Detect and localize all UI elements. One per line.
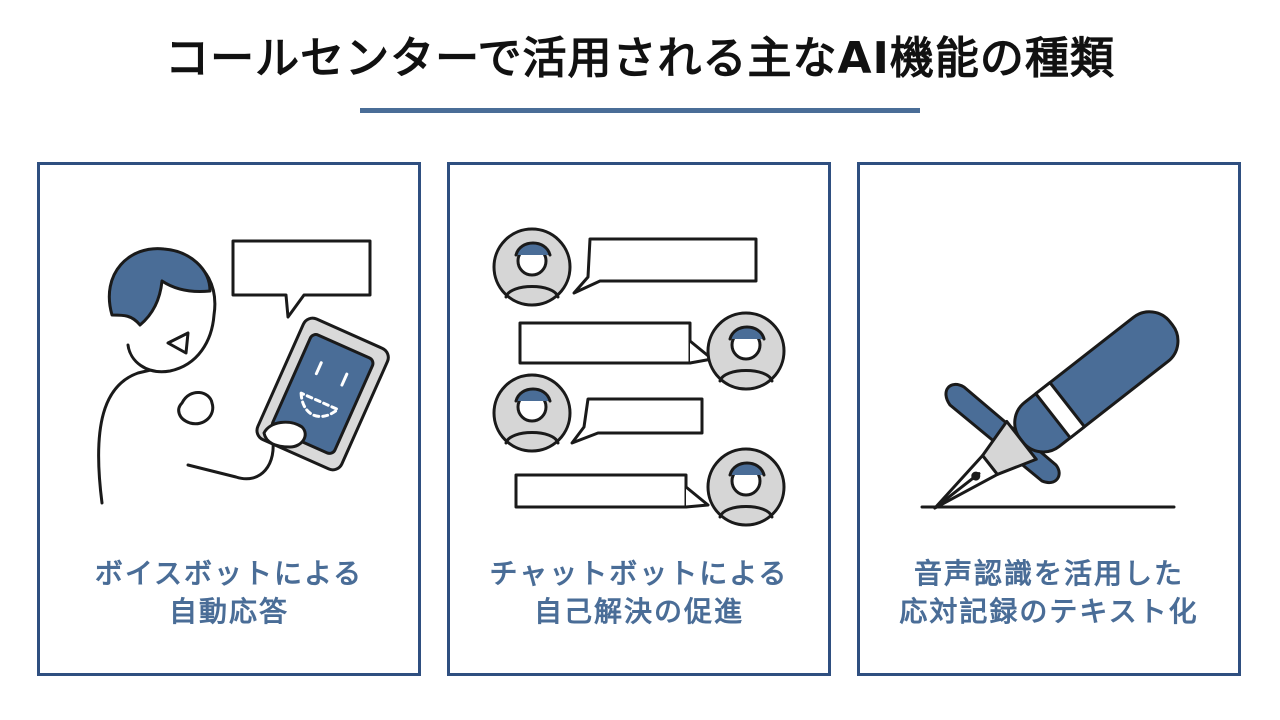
- card-caption: ボイスボットによる 自動応答: [40, 555, 418, 631]
- caption-line: 自動応答: [168, 595, 289, 628]
- feature-card-speech-recognition: 音声認識を活用した 応対記録のテキスト化: [857, 162, 1241, 676]
- chatbot-illustration-icon: [492, 227, 786, 527]
- feature-card-voicebot: ボイスボットによる 自動応答: [37, 162, 421, 676]
- caption-line: 自己解決の促進: [533, 595, 744, 628]
- feature-card-chatbot: チャットボットによる 自己解決の促進: [447, 162, 831, 676]
- caption-line: 応対記録のテキスト化: [899, 595, 1199, 628]
- caption-line: 音声認識を活用した: [913, 557, 1184, 590]
- page-title: コールセンターで活用される主なAI機能の種類: [165, 33, 1115, 84]
- caption-line: ボイスボットによる: [94, 557, 364, 590]
- caption-line: チャットボットによる: [489, 557, 789, 590]
- title-underline: [360, 108, 920, 113]
- card-caption: チャットボットによる 自己解決の促進: [450, 555, 828, 631]
- card-caption: 音声認識を活用した 応対記録のテキスト化: [860, 555, 1238, 631]
- voicebot-illustration-icon: [97, 239, 390, 505]
- fountain-pen-illustration-icon: [920, 310, 1180, 510]
